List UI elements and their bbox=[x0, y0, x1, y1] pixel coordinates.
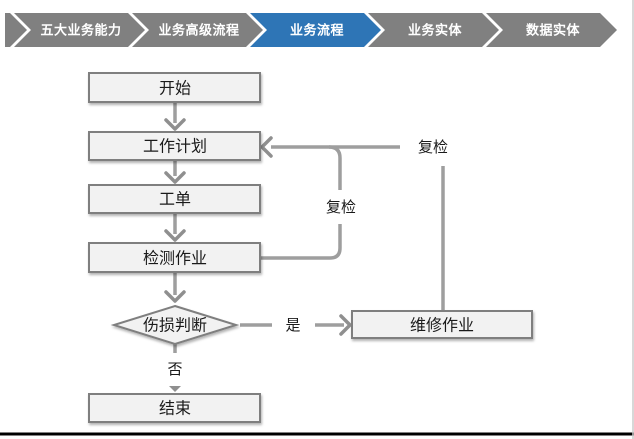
breadcrumb-item-label: 数据实体 bbox=[526, 23, 581, 39]
breadcrumb-lead-icon bbox=[5, 13, 27, 47]
edge-order-to-inspect bbox=[164, 213, 186, 242]
breadcrumb-item-label: 业务高级流程 bbox=[158, 23, 239, 39]
edge-decision-no-to-end bbox=[169, 344, 181, 392]
node-end-label: 结束 bbox=[159, 399, 191, 418]
node-inspection-label: 检测作业 bbox=[143, 249, 207, 268]
edge-start-to-plan bbox=[164, 102, 186, 131]
arrowhead-down-icon bbox=[164, 290, 186, 303]
chevron-shape[interactable] bbox=[368, 13, 499, 47]
node-work-order-label: 工单 bbox=[159, 190, 191, 209]
edge-plan-to-order bbox=[164, 160, 186, 184]
breadcrumb-item-business-process-active[interactable]: 业务流程 bbox=[250, 13, 381, 47]
breadcrumb-item-business-entity[interactable]: 业务实体 bbox=[368, 13, 499, 47]
chevron-shape[interactable] bbox=[14, 13, 145, 47]
breadcrumb-item-label: 业务实体 bbox=[408, 23, 463, 39]
edge-recheck-inspect-to-plan bbox=[261, 145, 342, 260]
chevron-shape[interactable] bbox=[486, 13, 617, 47]
breadcrumb-item-data-entity[interactable]: 数据实体 bbox=[486, 13, 617, 47]
breadcrumb-item-label: 五大业务能力 bbox=[40, 23, 121, 39]
breadcrumb-item-label: 业务流程 bbox=[290, 23, 344, 39]
node-repair-label: 维修作业 bbox=[410, 316, 474, 335]
node-end: 结束 bbox=[88, 393, 261, 423]
edge-recheck-repair-to-plan bbox=[260, 136, 445, 311]
node-work-plan: 工作计划 bbox=[88, 131, 261, 161]
edge-decision-yes-to-repair bbox=[240, 314, 352, 336]
edge-label-yes: 是 bbox=[285, 316, 300, 334]
node-repair: 维修作业 bbox=[351, 310, 533, 339]
chevron-shape-active[interactable] bbox=[250, 13, 381, 47]
decision-diamond bbox=[110, 304, 240, 346]
node-start-label: 开始 bbox=[159, 79, 191, 98]
node-damage-decision-label: 伤损判断 bbox=[143, 316, 207, 335]
arrowhead-left-icon bbox=[260, 136, 273, 158]
edge-label-recheck-inner: 复检 bbox=[326, 198, 356, 216]
node-damage-decision: 伤损判断 bbox=[110, 304, 240, 346]
chevron-shape[interactable] bbox=[132, 13, 263, 47]
arrowhead-right-icon bbox=[339, 314, 352, 336]
edge-label-no: 否 bbox=[167, 360, 182, 378]
node-work-plan-label: 工作计划 bbox=[143, 137, 207, 156]
node-inspection: 检测作业 bbox=[88, 242, 261, 273]
node-start: 开始 bbox=[88, 72, 261, 103]
node-work-order: 工单 bbox=[88, 184, 261, 214]
breadcrumb: 五大业务能力 业务高级流程 业务流程 业务实体 数据实体 bbox=[5, 13, 617, 47]
arrowhead-down-icon bbox=[164, 171, 186, 184]
arrowhead-down-icon bbox=[164, 229, 186, 242]
breadcrumb-item-advanced-process[interactable]: 业务高级流程 bbox=[132, 13, 263, 47]
breadcrumb-item-five-capabilities[interactable]: 五大业务能力 bbox=[14, 13, 145, 47]
arrowhead-down-icon bbox=[164, 118, 186, 131]
flow-nodes: 开始 工作计划 工单 检测作业 伤损判断 维修作业 结束 bbox=[88, 72, 533, 423]
arrowhead-down-small-icon bbox=[169, 386, 181, 392]
edge-label-recheck-outer: 复检 bbox=[418, 138, 448, 156]
flow-edges bbox=[164, 102, 445, 392]
edge-inspect-to-decision bbox=[164, 272, 186, 303]
